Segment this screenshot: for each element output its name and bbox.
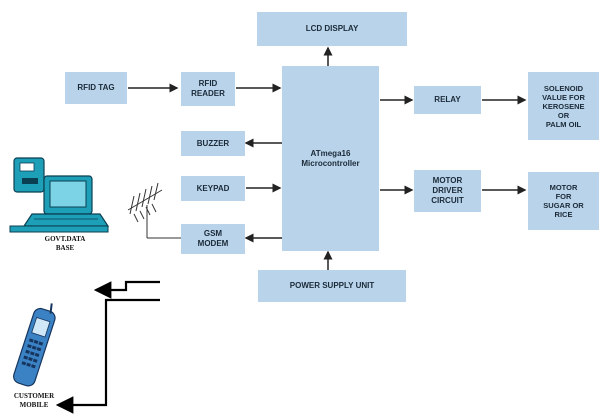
mobile-phone-icon <box>13 303 56 387</box>
microcontroller-block: ATmega16 Microcontroller <box>282 66 379 251</box>
arrow-to-customer-mobile <box>55 298 160 414</box>
solenoid-valve-block: SOLENOID VALUE FOR KEROSENE OR PALM OIL <box>528 72 599 140</box>
arrow-to-govt-database <box>93 280 160 299</box>
customer-mobile-caption: CUSTOMER MOBILE <box>13 392 55 409</box>
motor-driver-block: MOTOR DRIVER CIRCUIT <box>414 170 481 212</box>
motor-block: MOTOR FOR SUGAR OR RICE <box>528 172 599 230</box>
buzzer-block: BUZZER <box>181 131 245 156</box>
govt-database-caption: GOVT.DATA BASE <box>44 235 86 252</box>
lcd-display-block: LCD DISPLAY <box>257 12 407 46</box>
keypad-block: KEYPAD <box>181 176 245 201</box>
relay-block: RELAY <box>414 86 481 114</box>
computer-icon <box>9 157 110 233</box>
gsm-modem-block: GSM MODEM <box>181 224 245 254</box>
rfid-reader-block: RFID READER <box>181 72 235 106</box>
rfid-tag-block: RFID TAG <box>65 72 127 104</box>
antenna-icon <box>127 182 182 239</box>
power-supply-block: POWER SUPPLY UNIT <box>258 270 406 302</box>
